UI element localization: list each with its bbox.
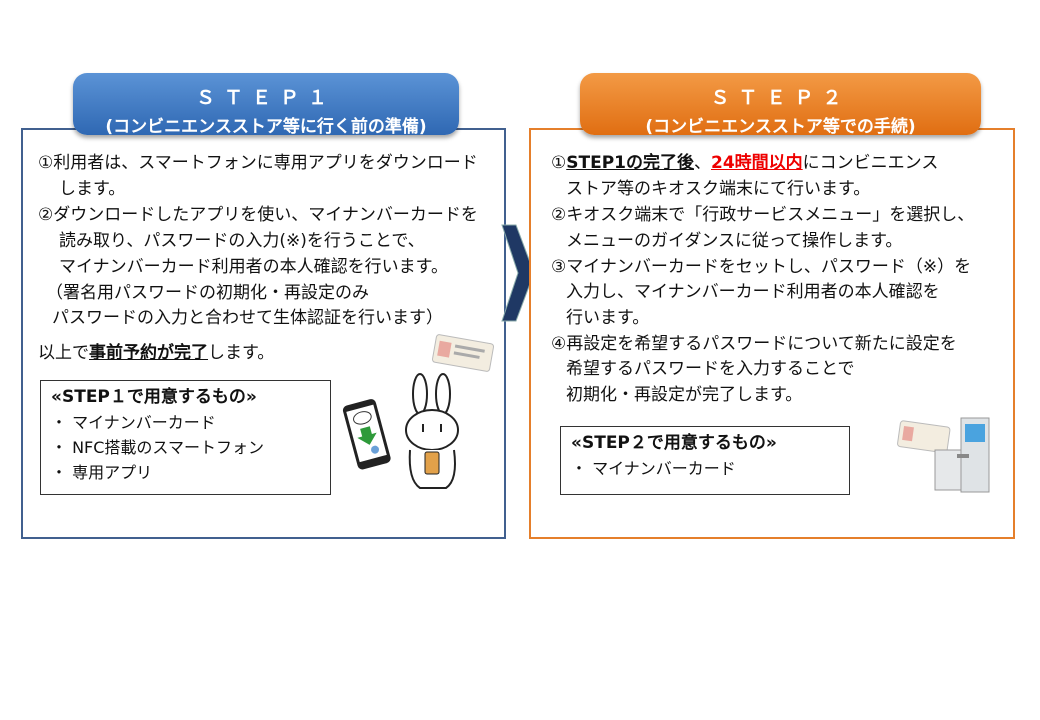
step2-line: ③マイナンバーカードをセットし、パスワード（※）を (551, 257, 972, 277)
text: 以上で (38, 343, 89, 363)
text: します。 (208, 343, 275, 363)
step2-line: 初期化・再設定が完了します。 (566, 385, 803, 405)
step1-complete: 以上で事前予約が完了します。 (38, 342, 274, 364)
step2-subtitle: (コンビニエンスストア等での手続) (645, 117, 916, 137)
step1-line: マイナンバーカード利用者の本人確認を行います。 (59, 257, 448, 277)
step1-line: ②ダウンロードしたアプリを使い、マイナンバーカードを (38, 205, 478, 225)
card-illustration (431, 334, 495, 372)
step2-header: ＳＴＥＰ２ (コンビニエンスストア等での手続) (580, 73, 981, 137)
text-highlight: 24時間以内 (711, 153, 803, 173)
text: にコンビニエンス (802, 153, 939, 173)
text: 、 (694, 153, 711, 173)
item: ・ NFC搭載のスマートフォン (51, 438, 264, 457)
item: ・ マイナンバーカード (51, 413, 216, 432)
step1-line: （署名用パスワードの初期化・再設定のみ (46, 283, 369, 303)
step2-line: メニューのガイダンスに従って操作します。 (566, 231, 903, 251)
items-title: «STEP１で用意するもの» (51, 387, 257, 407)
item: ・ 専用アプリ (51, 463, 153, 482)
step2-line: 希望するパスワードを入力することで (566, 359, 855, 379)
item: ・ マイナンバーカード (571, 459, 736, 478)
step2-line: ①STEP1の完了後、24時間以内にコンビニエンス (551, 152, 938, 174)
step1-subtitle: (コンビニエンスストア等に行く前の準備) (105, 117, 427, 137)
step1-items-box: «STEP１で用意するもの» ・ マイナンバーカード ・ NFC搭載のスマートフ… (40, 380, 331, 495)
step2-items-box: «STEP２で用意するもの» ・ マイナンバーカード (560, 426, 850, 495)
text-bold: STEP1の完了後 (566, 153, 694, 173)
step2-line: 行います。 (566, 308, 650, 328)
step1-line: 読み取り、パスワードの入力(※)を行うことで、 (59, 231, 425, 251)
rabbit-mascot-illustration (405, 373, 459, 489)
step2-line: ストア等のキオスク端末にて行います。 (566, 179, 871, 199)
step2-line: 入力し、マイナンバーカード利用者の本人確認を (566, 282, 940, 302)
text: ① (551, 153, 567, 173)
step2-line: ④再設定を希望するパスワードについて新たに設定を (551, 334, 957, 354)
step2-title: ＳＴＥＰ２ (710, 87, 851, 109)
step1-line: ①利用者は、スマートフォンに専用アプリをダウンロード (38, 153, 478, 173)
step1-title: ＳＴＥＰ１ (195, 87, 336, 109)
text-bold: 事前予約が完了 (89, 343, 208, 363)
kiosk-terminal-illustration (897, 417, 990, 493)
step2-line: ②キオスク端末で「行政サービスメニュー」を選択し、 (551, 205, 975, 225)
items-title: «STEP２で用意するもの» (571, 433, 777, 453)
step1-header: ＳＴＥＰ１ (コンビニエンスストア等に行く前の準備) (73, 73, 459, 137)
arrow-right-icon (501, 224, 535, 322)
smartphone-icon (342, 399, 391, 470)
step1-line: します。 (59, 179, 126, 199)
step1-line: パスワードの入力と合わせて生体認証を行います） (52, 308, 443, 328)
